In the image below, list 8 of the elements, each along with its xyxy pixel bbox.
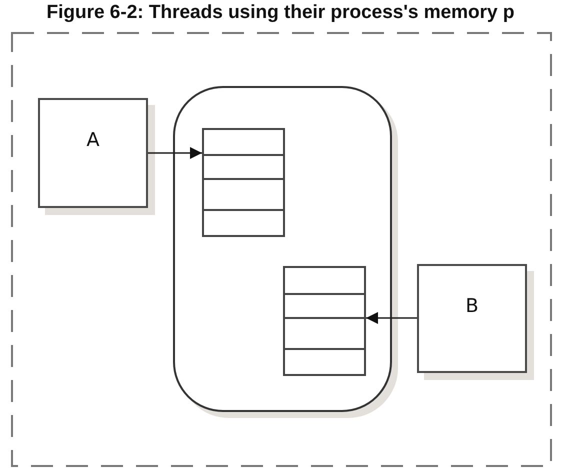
stack-block bbox=[202, 128, 285, 237]
node-label: A bbox=[86, 129, 100, 152]
figure-title: Figure 6-2: Threads using their process's memory p bbox=[45, 2, 516, 24]
dashed-frame bbox=[11, 32, 552, 467]
arrow bbox=[366, 312, 417, 324]
arrow bbox=[148, 147, 202, 159]
node-label: B bbox=[465, 295, 479, 318]
stack-block bbox=[283, 266, 366, 376]
